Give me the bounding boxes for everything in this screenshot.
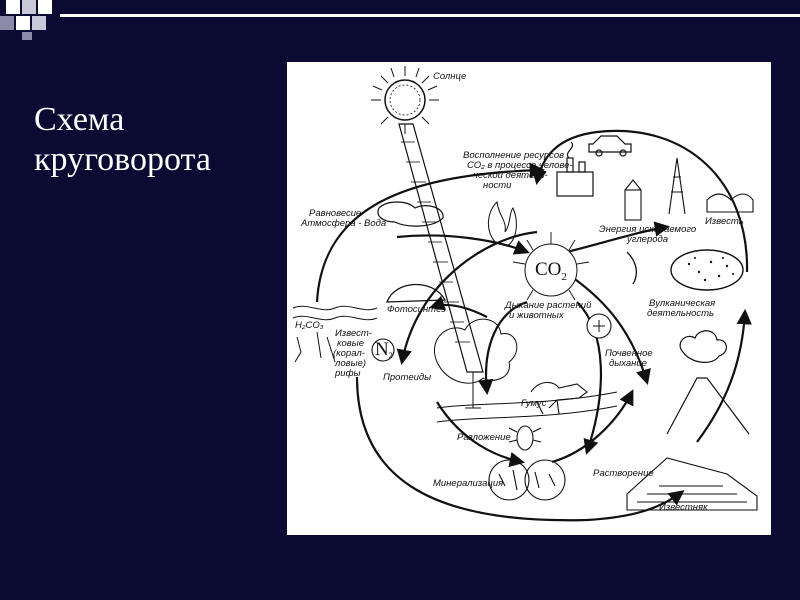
- deco-square: [6, 0, 20, 14]
- label-volcanic: Вулканическая деятельность: [647, 298, 718, 319]
- deco-square: [32, 16, 46, 30]
- co2-node: [512, 232, 590, 301]
- slide-title: Схема круговорота: [34, 100, 264, 180]
- atmosphere-cloud-icon: [377, 201, 444, 227]
- deco-square: [38, 0, 52, 14]
- slide-title-line2: круговорота: [34, 141, 211, 178]
- coal-deposit-icon: [670, 249, 744, 291]
- label-co2: CO2: [535, 259, 567, 283]
- fire-icon: [488, 200, 517, 247]
- label-mineralization: Минерализация: [433, 478, 503, 489]
- label-resources: Восполнение ресурсов СО₂ в процессе чело…: [463, 150, 575, 191]
- label-humus: Гумус: [521, 398, 547, 409]
- label-limestone: Известняк: [659, 502, 708, 513]
- label-lime-top: Известь: [705, 216, 744, 227]
- car-icon: [588, 135, 632, 157]
- label-calcareous-reefs: Извест- ковые (корал- ловые) рифы: [333, 328, 375, 379]
- deco-square: [0, 16, 14, 30]
- mine-icon: [624, 179, 642, 221]
- lime-kiln-icon: [706, 193, 754, 213]
- ocean-icon: [292, 305, 378, 363]
- deco-square: [16, 16, 30, 30]
- header-decoration: [0, 0, 800, 40]
- coal-texture: [687, 257, 734, 282]
- factory-icon: [556, 141, 594, 197]
- diagram-svg: Солнце: [292, 66, 758, 522]
- label-fossil-energy: Энергия ископаемого углерода: [599, 224, 699, 245]
- sun-icon: [371, 66, 439, 134]
- mineralization-icon: [488, 459, 566, 501]
- oil-derrick-icon: [668, 157, 686, 215]
- slide-title-line1: Схема: [34, 101, 125, 138]
- n2-node: [371, 338, 395, 362]
- volcano-icon: [666, 330, 750, 435]
- label-proteins: Протеиды: [383, 372, 431, 383]
- microbe-cross: [593, 320, 605, 332]
- label-photosynthesis: Фотосинтез: [387, 304, 446, 315]
- label-n2: N2: [375, 339, 393, 360]
- label-balance: Равновесие Атмосфера - Вода: [300, 208, 386, 229]
- label-sun: Солнце: [433, 71, 466, 82]
- limestone-layer-icon: [626, 457, 758, 511]
- label-soil-respiration: Почвенное дыхание: [605, 348, 655, 369]
- label-decomposition: Разложение: [457, 432, 511, 443]
- deco-square: [22, 0, 36, 14]
- tree-icon: [434, 318, 518, 409]
- label-h2co3: H₂CO₃: [295, 320, 324, 331]
- soil-band: [436, 391, 618, 423]
- photosynthesis-dome-icon: [386, 283, 447, 303]
- header-line: [60, 14, 800, 17]
- label-respiration: Дыхание растений и животных: [504, 300, 594, 321]
- decomposer-icon: [508, 425, 542, 451]
- label-dissolution: Растворение: [593, 468, 654, 479]
- animals-icon: [530, 381, 588, 415]
- deco-square: [22, 32, 32, 40]
- pipe-icon: [626, 251, 638, 285]
- carbon-cycle-diagram: Солнце: [287, 62, 771, 535]
